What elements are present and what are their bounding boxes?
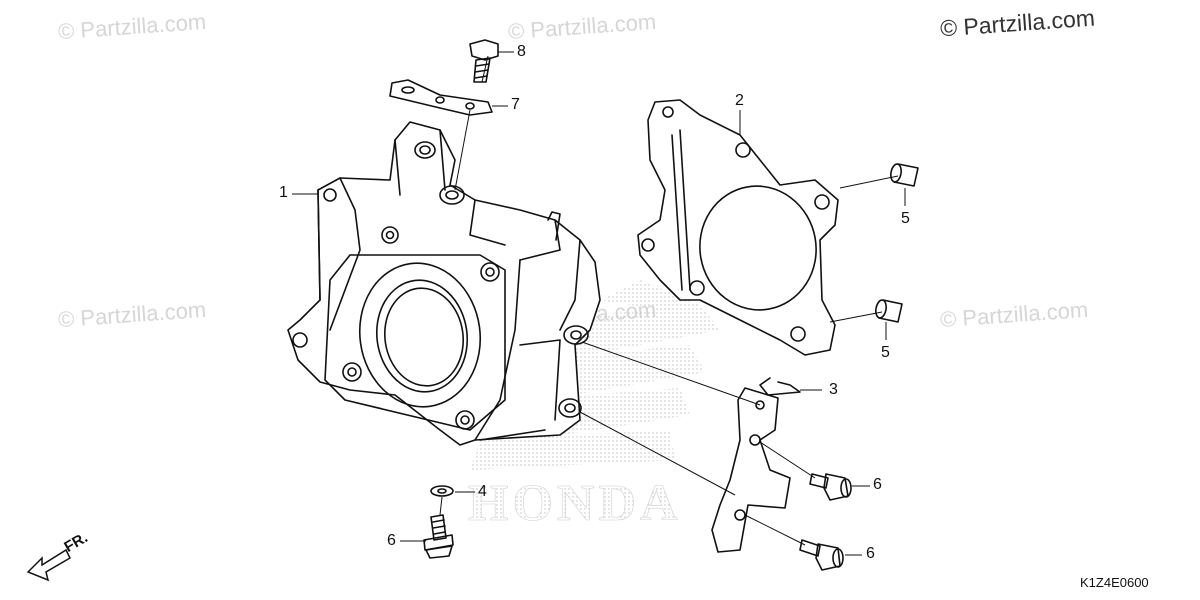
leader-5a (839, 175, 906, 206)
bolt-part-8 (469, 39, 499, 83)
callout-5b: 5 (881, 344, 890, 361)
bolt-part-6-lower (799, 539, 844, 571)
plate-part-7 (389, 79, 493, 116)
callout-3: 3 (829, 381, 838, 398)
cylinder-part-1 (287, 121, 601, 446)
front-direction-arrow (26, 548, 71, 582)
callout-2: 2 (735, 92, 744, 109)
callout-6a: 6 (387, 532, 396, 549)
callout-4: 4 (478, 483, 487, 500)
callout-6b: 6 (873, 476, 882, 493)
cylinder-gasket-part-2 (637, 99, 839, 356)
leader-lines (292, 51, 906, 556)
callout-8: 8 (517, 43, 526, 60)
callout-1: 1 (279, 184, 288, 201)
diagram-code: K1Z4E0600 (1080, 575, 1149, 590)
washer-part-4 (430, 485, 454, 497)
bolt-part-6-bottom-left (423, 514, 454, 559)
dowel-pin-part-5 (875, 163, 919, 323)
callout-6c: 6 (866, 545, 875, 562)
honda-logo-text: HONDA (468, 475, 682, 532)
callout-5a: 5 (901, 210, 910, 227)
bolt-part-6-middle (809, 473, 852, 501)
clip-part-3 (759, 377, 801, 396)
mounting-bracket (711, 387, 791, 553)
leader-5b (829, 311, 887, 340)
callout-7: 7 (511, 96, 520, 113)
